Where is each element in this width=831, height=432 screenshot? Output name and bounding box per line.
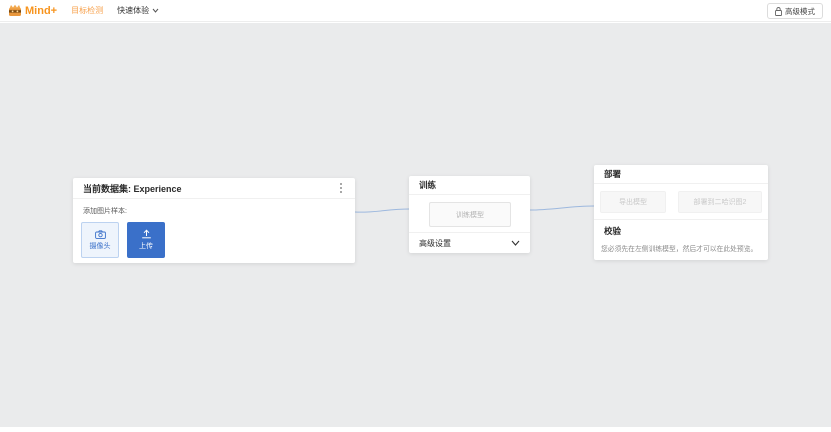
validation-hint: 您必须先在左侧训练模型，然后才可以在此处预览。 <box>601 246 758 253</box>
deploy-card-title: 部署 <box>604 169 622 179</box>
sample-buttons: 摄像头 上传 <box>81 222 173 258</box>
training-card-header: 训练 <box>409 176 530 195</box>
top-navbar: Mind+ 目标检测 快速体验 高级模式 <box>0 0 831 22</box>
dataset-card-header: 当前数据集: Experience <box>73 178 355 199</box>
dataset-menu-button[interactable] <box>337 181 345 196</box>
deploy-card: 部署 导出模型 部署到二哈识图2 校验 您必须先在左侧训练模型，然后才可以在此处… <box>594 165 768 260</box>
chevron-down-icon <box>152 8 159 13</box>
deploy-buttons: 导出模型 部署到二哈识图2 <box>600 191 762 213</box>
logo-text: Mind+ <box>25 4 58 17</box>
camera-icon <box>94 229 106 239</box>
training-card: 训练 训练模型 高级设置 <box>409 176 530 253</box>
advanced-settings-label: 高级设置 <box>419 238 451 248</box>
mindplus-logo-icon <box>9 4 21 16</box>
upload-button[interactable]: 上传 <box>127 222 165 258</box>
mode-nav: 目标检测 快速体验 <box>71 5 173 16</box>
chevron-down-icon <box>511 240 520 246</box>
lock-icon <box>775 6 782 16</box>
advanced-settings-toggle[interactable]: 高级设置 <box>409 232 530 253</box>
upload-button-label: 上传 <box>139 243 153 250</box>
logo[interactable]: Mind+ <box>8 4 57 17</box>
advanced-mode-label: 高级模式 <box>785 6 815 16</box>
nav-item-quick-experience[interactable]: 快速体验 <box>117 5 159 16</box>
deploy-card-header: 部署 <box>594 165 768 184</box>
advanced-mode-button[interactable]: 高级模式 <box>767 3 823 19</box>
divider <box>594 219 768 220</box>
workflow-canvas: 当前数据集: Experience 添加图片样本: 摄像头 <box>0 23 831 427</box>
camera-button-label: 摄像头 <box>89 242 111 250</box>
nav-item-quick-experience-label: 快速体验 <box>117 6 150 15</box>
train-model-button[interactable]: 训练模型 <box>429 202 511 227</box>
add-samples-label: 添加图片样本: <box>83 208 127 215</box>
validation-title: 校验 <box>604 226 622 236</box>
bottom-strip <box>0 427 831 432</box>
nav-item-object-detection[interactable]: 目标检测 <box>71 6 104 15</box>
connector-dataset-training <box>354 208 410 213</box>
upload-icon <box>141 229 151 239</box>
connector-training-deploy <box>529 205 595 211</box>
export-model-button[interactable]: 导出模型 <box>600 191 666 213</box>
training-card-title: 训练 <box>419 180 437 190</box>
deploy-to-huskylens-button[interactable]: 部署到二哈识图2 <box>678 191 762 213</box>
dataset-card-title: 当前数据集: Experience <box>83 183 182 194</box>
camera-button[interactable]: 摄像头 <box>81 222 119 258</box>
dataset-card: 当前数据集: Experience 添加图片样本: 摄像头 <box>73 178 355 263</box>
